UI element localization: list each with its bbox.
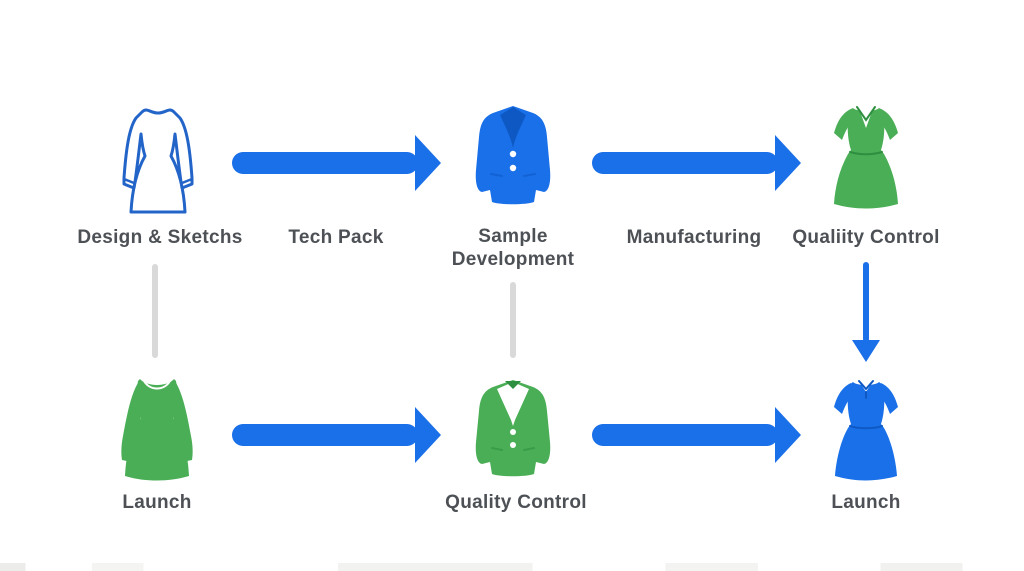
stage-label-manufacturing: Manufacturing [626,227,762,248]
sketch-dress-outline-icon [114,98,202,216]
arrow-right-icon [232,135,441,191]
arrow-right-icon [232,407,441,463]
stage-label-design-sketches: Design & Sketchs [77,227,243,248]
blue-dress-icon [826,376,906,482]
stage-label-launch-left: Launch [122,492,192,513]
blue-blazer-icon [470,104,556,210]
arrow-right-icon [592,135,801,191]
stage-label-tech-pack: Tech Pack [288,227,384,248]
stage-label-quality-control-top: Qualiity Control [792,227,940,248]
stage-label-launch-right: Launch [831,492,901,513]
bottom-edge-artifact [0,563,1024,571]
stage-label-quality-control-bottom: Quality Control [445,492,587,513]
green-longsleeve-dress-icon [115,372,199,484]
connector-line [152,264,158,358]
connector-line [510,282,516,358]
arrow-right-icon [592,407,801,463]
green-dress-icon [827,100,905,212]
green-blazer-icon [470,378,556,480]
stage-label-sample-development: Sample Development [451,226,575,270]
arrow-down-icon [852,262,880,362]
